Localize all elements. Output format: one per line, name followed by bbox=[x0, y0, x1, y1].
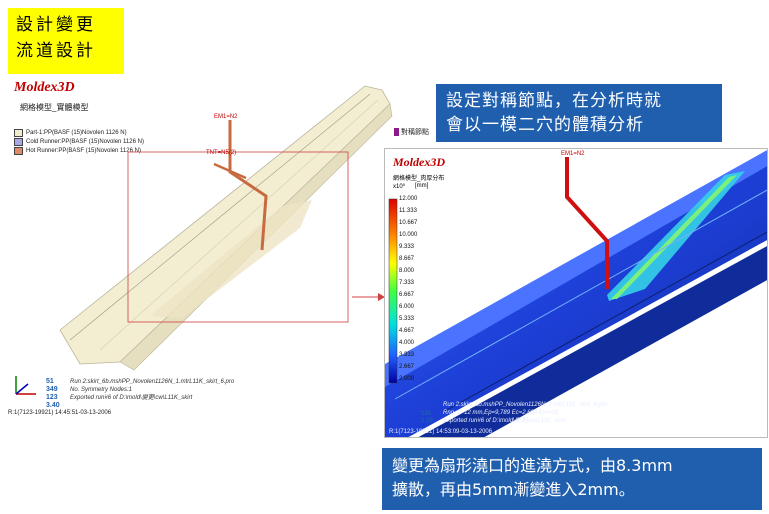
legend-label: Cold Runner:PP(BASF (15)Novolen 1126 N) bbox=[26, 138, 144, 145]
run-info-line: Exported run#6 of D:\mold\變更\cw\L11K_ski… bbox=[70, 395, 193, 401]
legend-swatch bbox=[14, 137, 23, 146]
legend-swatch bbox=[14, 146, 23, 155]
symmetry-node-label: 對稱節點 bbox=[401, 129, 429, 136]
runner-line bbox=[228, 120, 268, 251]
colorbar-tick: 2.667 bbox=[399, 364, 415, 370]
axis-number: 135 bbox=[421, 411, 432, 417]
colorbar-tick: 4.000 bbox=[399, 340, 415, 346]
right-view-subtitle: 網格模型_肉厚分布 bbox=[393, 176, 445, 182]
left-brand-logo: Moldex3D bbox=[14, 80, 75, 95]
symmetry-node-legend: 對稱節點 bbox=[394, 127, 429, 137]
colorbar-tick: 11.333 bbox=[399, 208, 417, 214]
legend-swatch bbox=[14, 128, 23, 137]
axis-number: 123 bbox=[46, 394, 58, 401]
legend-label: Part-1:PP(BASF (15)Novolen 1126 N) bbox=[26, 129, 127, 136]
colorbar-tick: 5.333 bbox=[399, 316, 415, 322]
right-brand-logo: Moldex3D bbox=[393, 155, 445, 169]
colorbar-tick: 12.000 bbox=[399, 196, 418, 202]
colorbar-tick: 4.667 bbox=[399, 328, 415, 334]
axis-number: 3.40 bbox=[46, 402, 60, 409]
colorbar-tick: 2.000 bbox=[399, 376, 415, 382]
colorbar-tick: 9.333 bbox=[399, 244, 415, 250]
colorbar-tick: 8.667 bbox=[399, 256, 415, 262]
run-info-line: Exported run#6 of D:\mold\變更\cw\L11K_ski… bbox=[443, 418, 566, 424]
slide-title-line1: 設計變更 bbox=[16, 15, 96, 35]
callout-line: 擴散，再由5mm漸變進入2mm。 bbox=[392, 480, 635, 499]
callout-gate-change-note: 變更為扇形澆口的進澆方式，由8.3mm 擴散，再由5mm漸變進入2mm。 bbox=[382, 448, 762, 510]
right-em-label: EM1=N2 bbox=[561, 151, 585, 157]
right-timestamp: R:1(7123-19921) 14:53:09-03-13-2006 bbox=[389, 429, 493, 435]
run-info-line: Run 2:skirt_6b.mshPP_Novolen1126N_1.mtrL… bbox=[443, 402, 608, 408]
callout-line: 會以一模二穴的體積分析 bbox=[446, 115, 644, 135]
pointer-arrowhead bbox=[378, 293, 385, 301]
thickness-model bbox=[385, 150, 767, 437]
runner-line bbox=[565, 157, 609, 289]
axis-number: 51 bbox=[46, 378, 54, 385]
colorbar-tick: 3.333 bbox=[399, 352, 415, 358]
symmetry-swatch bbox=[394, 128, 399, 136]
legend-item: Hot Runner:PP(BASF (15)Novolen 1126 N) bbox=[14, 146, 144, 155]
right-thickness-view: Moldex3D 網格模型_肉厚分布 x10⁰ [mm] EM1=N2 12.0… bbox=[384, 148, 768, 438]
slide-title: 設計變更 流道設計 bbox=[8, 8, 124, 74]
legend-label: Hot Runner:PP(BASF (15)Novolen 1126 N) bbox=[26, 147, 141, 154]
axis-number: 349 bbox=[46, 386, 58, 393]
beam-upper-face bbox=[385, 150, 767, 387]
part-shadow bbox=[150, 200, 312, 318]
right-run-info: Run 2:skirt_6b.mshPP_Novolen1126N_1.mtrL… bbox=[443, 401, 607, 425]
callout-symmetry-note: 設定對稱節點，在分析時就 會以一模二穴的體積分析 bbox=[436, 84, 722, 142]
fan-gate-edge bbox=[611, 175, 737, 299]
part-edge bbox=[99, 99, 379, 351]
left-em-label: EM1=N2 bbox=[214, 114, 238, 120]
beam-ridge bbox=[444, 231, 767, 412]
selection-box bbox=[127, 151, 349, 323]
axis-number: 1.19 bbox=[421, 418, 433, 424]
colorbar-tick: 7.333 bbox=[399, 280, 415, 286]
colorbar-tick: 8.000 bbox=[399, 268, 415, 274]
beam-ridge bbox=[394, 189, 767, 400]
colorbar bbox=[388, 198, 398, 384]
left-tnt-label: TNT=N5(2) bbox=[206, 150, 237, 156]
left-axis-numbers: 51 349 123 3.40 bbox=[46, 378, 60, 410]
axis-z bbox=[15, 383, 29, 395]
colorbar-tick: 6.000 bbox=[399, 304, 415, 310]
legend-item: Cold Runner:PP(BASF (15)Novolen 1126 N) bbox=[14, 137, 144, 146]
beam-body bbox=[385, 160, 767, 437]
callout-line: 設定對稱節點，在分析時就 bbox=[446, 91, 662, 111]
left-legend: Part-1:PP(BASF (15)Novolen 1126 N) Cold … bbox=[14, 128, 144, 155]
left-run-info: Run 2:skirt_6b.mshPP_Novolen1126N_1.mtrL… bbox=[70, 378, 234, 402]
left-timestamp: R:1(7123-19921) 14:45:51-03-13-2006 bbox=[8, 410, 112, 416]
legend-item: Part-1:PP(BASF (15)Novolen 1126 N) bbox=[14, 128, 144, 137]
colorbar-tick: 10.667 bbox=[399, 220, 418, 226]
callout-line: 變更為扇形澆口的進澆方式，由8.3mm bbox=[392, 456, 673, 475]
run-info-line: Rng :2~12 mm,Ep=9,789 Ec=2,604 Em=28 bbox=[443, 410, 559, 416]
colorbar-unit: [mm] bbox=[415, 183, 429, 189]
colorbar-tick: 10.000 bbox=[399, 232, 418, 238]
run-info-line: No. Symmetry Nodes:1 bbox=[70, 387, 133, 393]
runner-branch bbox=[213, 162, 247, 180]
colorbar-exponent: x10⁰ bbox=[393, 184, 406, 190]
right-axis-numbers: 135 1.19 bbox=[421, 411, 433, 425]
colorbar-labels: 12.000 11.333 10.667 10.000 9.333 8.667 … bbox=[385, 196, 435, 386]
part-edge bbox=[69, 93, 371, 341]
left-view-subtitle: 網格模型_實體模型 bbox=[20, 103, 89, 112]
slide-title-line2: 流道設計 bbox=[16, 41, 96, 61]
colorbar-tick: 6.667 bbox=[399, 292, 415, 298]
run-info-line: Run 2:skirt_6b.mshPP_Novolen1126N_1.mtrL… bbox=[70, 379, 235, 385]
